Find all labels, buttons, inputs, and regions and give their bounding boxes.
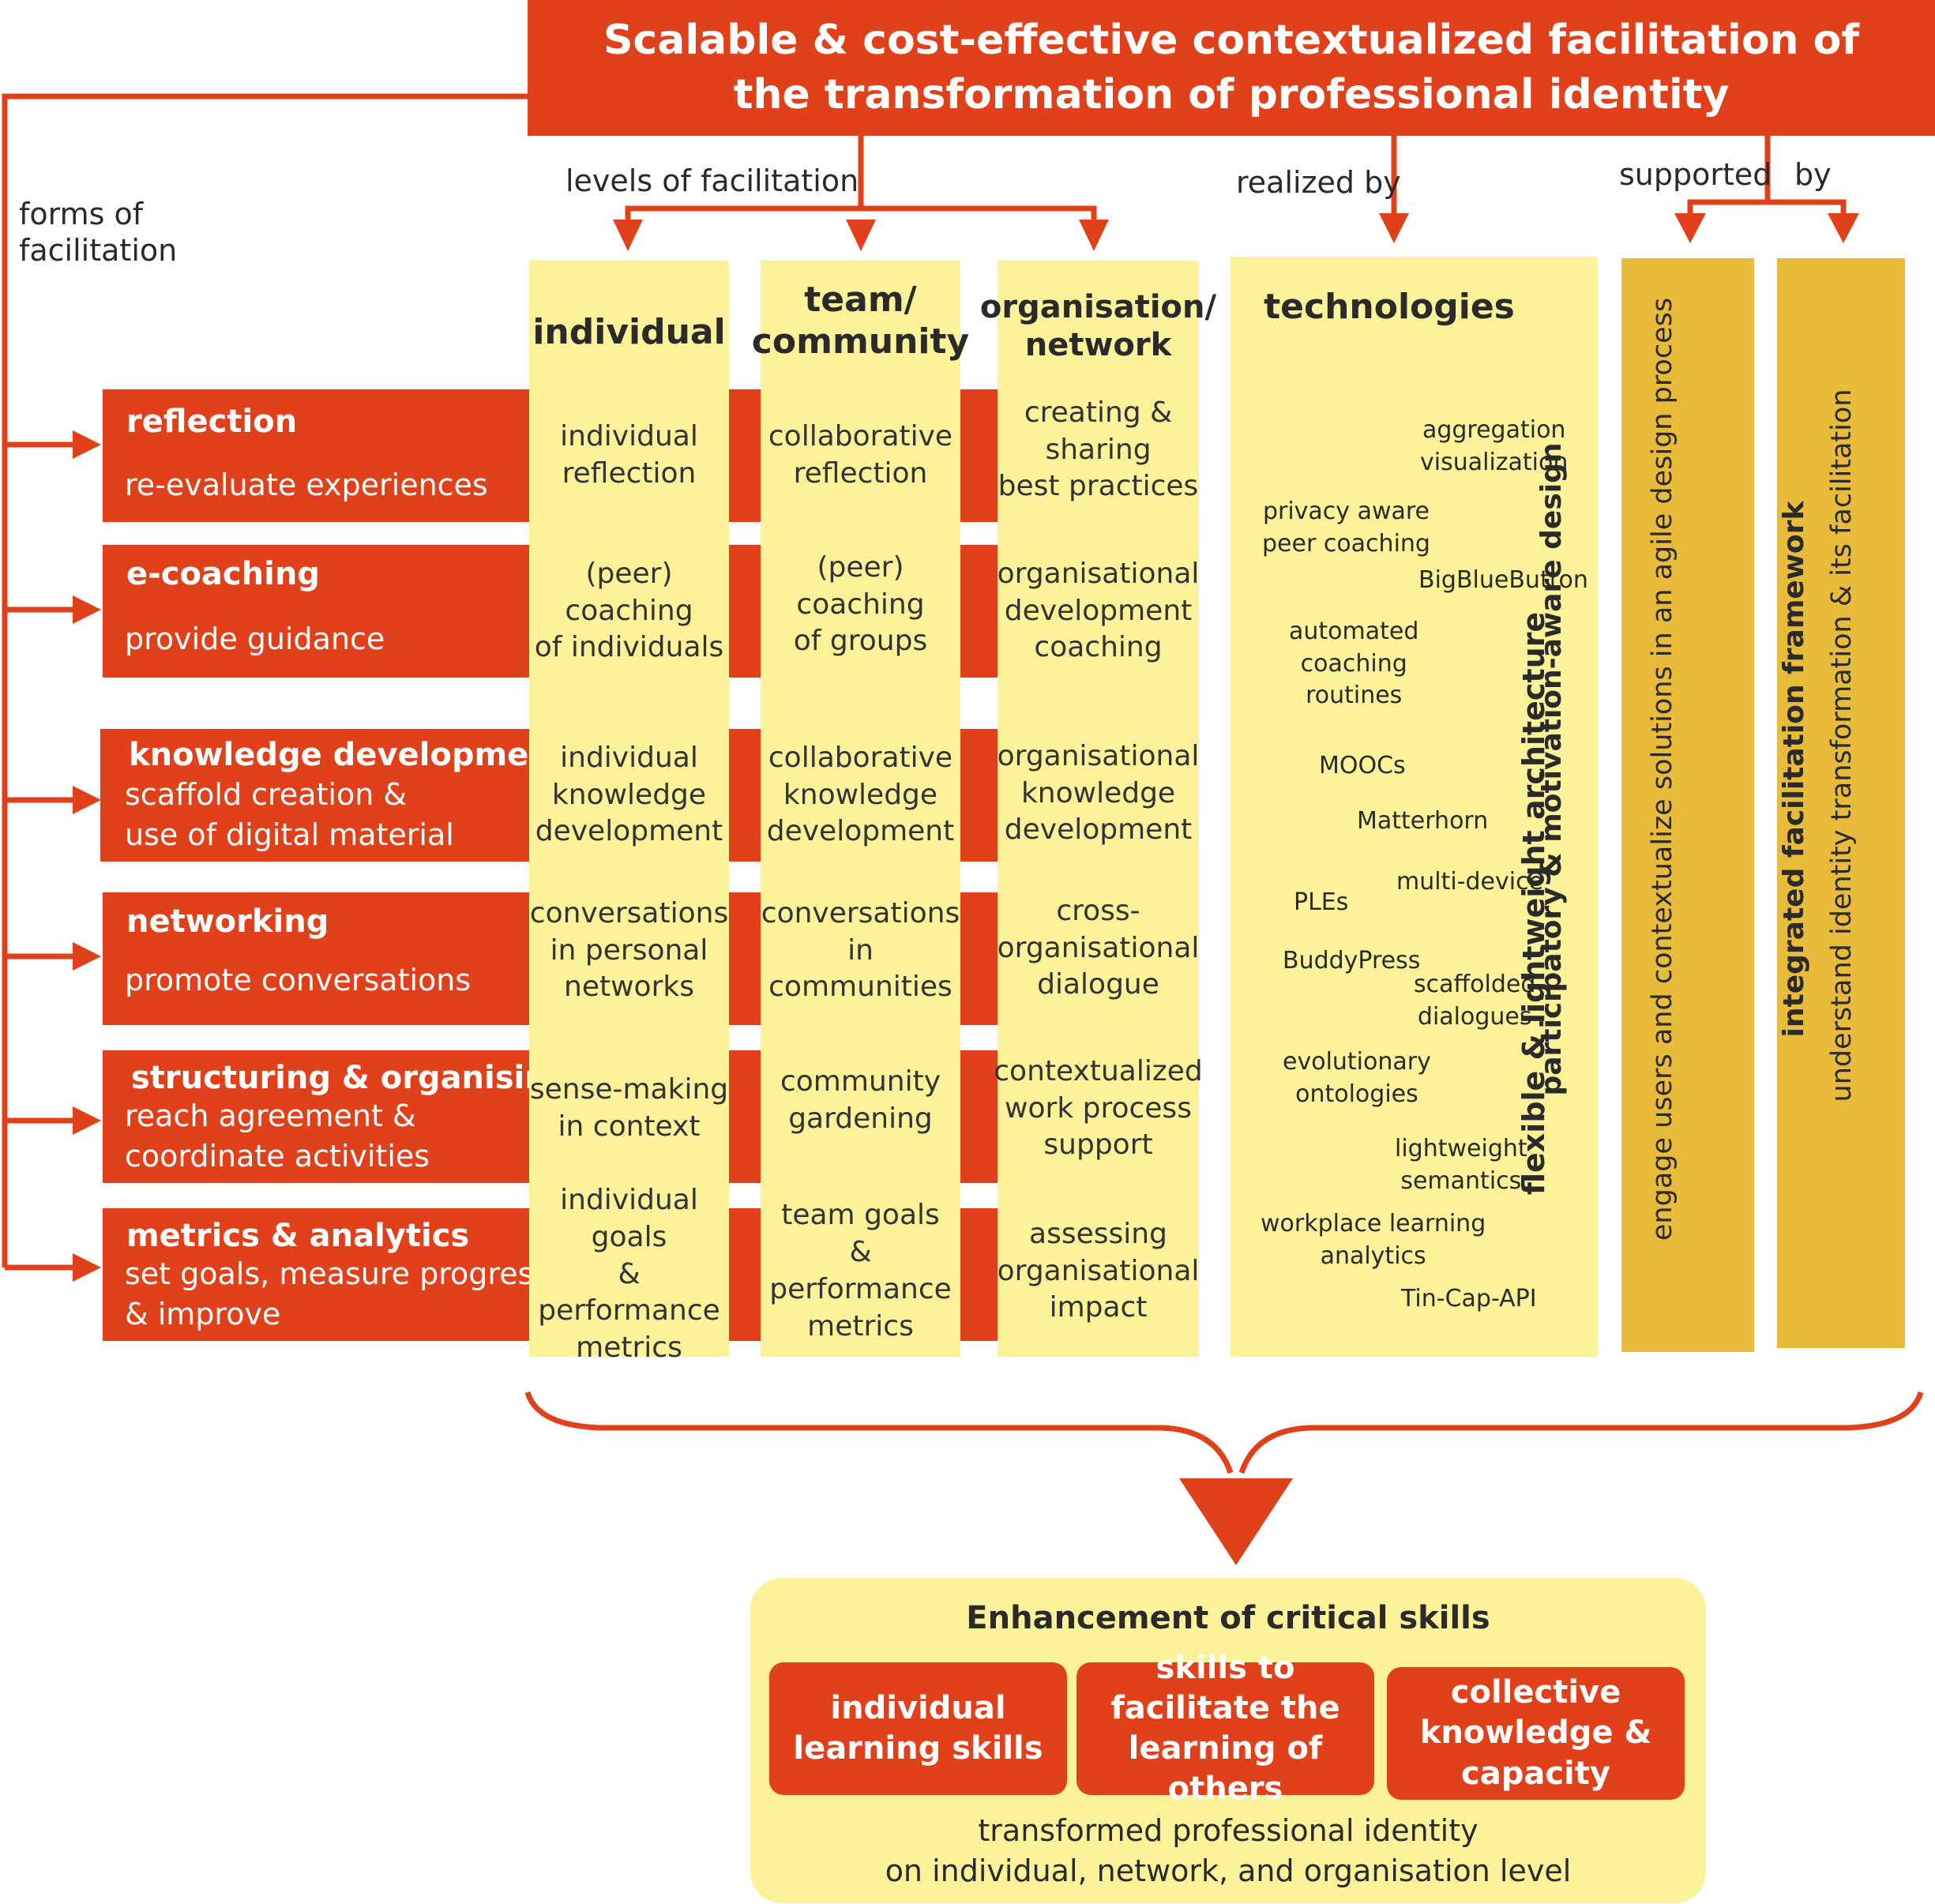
tech-item: evolutionary ontologies	[1283, 1048, 1431, 1108]
support-desc: understand identity transformation & its…	[1826, 389, 1858, 1102]
outcome-title: Enhancement of critical skills	[966, 1600, 1490, 1636]
outcome-footer: transformed professional identity on ind…	[885, 1813, 1572, 1889]
level-cell: collaborative knowledge development	[766, 741, 955, 848]
form-title: metrics & analytics	[126, 1218, 470, 1254]
skill-label: individual learning skills	[793, 1689, 1043, 1767]
tech-item: multi-device	[1396, 868, 1544, 896]
level-column-organisation-network: organisation/ network creating & sharing…	[979, 261, 1217, 1357]
level-cell: (peer) coaching of groups	[793, 550, 928, 658]
title-text: Scalable & cost-effective contextualized…	[603, 17, 1860, 118]
level-cell: (peer) coaching of individuals	[534, 557, 724, 664]
level-cell: community gardening	[780, 1065, 941, 1135]
tech-item: MOOCs	[1319, 752, 1406, 779]
tech-item: scaffolded dialogues	[1414, 971, 1536, 1031]
skill-label: collective knowledge & capacity	[1419, 1674, 1652, 1792]
level-cell: individual goals & performance metrics	[538, 1184, 720, 1365]
level-cell: conversations in personal networks	[529, 896, 729, 1004]
form-desc: scaffold creation & use of digital mater…	[125, 777, 454, 853]
level-header: organisation/ network	[979, 289, 1217, 363]
supported-label: supported	[1619, 157, 1772, 192]
level-column-team-community: team/ community collaborative reflection…	[751, 261, 970, 1357]
skill-box-facilitation: skills to facilitate the learning of oth…	[1076, 1650, 1374, 1807]
form-title: structuring & organising	[131, 1060, 570, 1096]
form-desc: provide guidance	[125, 622, 385, 656]
level-cell: collaborative reflection	[768, 420, 953, 490]
form-desc: re-evaluate experiences	[125, 468, 488, 502]
level-cell: cross- organisational dialogue	[997, 894, 1200, 1001]
form-title: reflection	[126, 404, 298, 440]
skill-box-individual: individual learning skills	[769, 1662, 1067, 1795]
tech-item: lightweight semantics	[1395, 1135, 1527, 1195]
outcome-box: Enhancement of critical skills individua…	[750, 1578, 1706, 1903]
level-cell: individual reflection	[560, 420, 698, 490]
levels-of-facilitation-label: levels of facilitation	[565, 163, 859, 198]
support-desc: engage users and contextualize solutions…	[1647, 297, 1678, 1241]
form-title: knowledge development	[129, 737, 566, 773]
level-header: individual	[532, 311, 726, 352]
tech-item: workplace learning analytics	[1261, 1210, 1486, 1270]
tech-item: privacy aware peer coaching	[1262, 498, 1430, 558]
level-cell: assessing organisational impact	[997, 1217, 1200, 1324]
tech-item: automated coaching routines	[1289, 618, 1419, 709]
support-title: participatory & motivation-aware design	[1535, 442, 1568, 1096]
tech-item: Matterhorn	[1357, 807, 1489, 835]
skill-box-collective: collective knowledge & capacity	[1387, 1667, 1685, 1800]
tech-item: PLEs	[1294, 888, 1349, 916]
form-desc: promote conversations	[125, 963, 472, 997]
support-column-participatory-design: participatory & motivation-aware design …	[1535, 258, 1754, 1352]
tech-item: BuddyPress	[1283, 947, 1421, 975]
technologies-column: technologies aggregation visualization p…	[1231, 257, 1598, 1357]
level-cell: team goals & performance metrics	[769, 1199, 952, 1343]
level-header: team/ community	[751, 280, 970, 362]
support-title: integrated facilitation framework	[1778, 501, 1810, 1038]
level-cell: creating & sharing best practices	[998, 396, 1199, 503]
by-label: by	[1794, 157, 1832, 192]
form-title: e-coaching	[126, 556, 320, 592]
form-desc: reach agreement & coordinate activities	[125, 1098, 430, 1174]
tech-item: aggregation visualization	[1420, 416, 1569, 476]
support-column-integrated-framework: integrated facilitation framework unders…	[1777, 258, 1905, 1348]
level-cell: conversations in communities	[761, 896, 960, 1004]
level-column-individual: individual individual reflection (peer) …	[529, 261, 729, 1365]
form-title: networking	[126, 903, 329, 940]
skill-label: skills to facilitate the learning of oth…	[1110, 1649, 1340, 1808]
level-cell: contextualized work process support	[994, 1054, 1203, 1162]
level-cell: organisational development coaching	[997, 557, 1200, 664]
tech-item: Tin-Cap-API	[1401, 1285, 1537, 1313]
forms-of-facilitation-label: forms of facilitation	[19, 197, 178, 269]
form-desc: set goals, measure progress & improve	[125, 1256, 550, 1332]
title-banner: Scalable & cost-effective contextualized…	[528, 0, 1935, 136]
technologies-header: technologies	[1264, 287, 1515, 327]
level-cell: organisational knowledge development	[997, 739, 1200, 847]
tech-item: BigBlueButton	[1418, 566, 1588, 594]
level-cell: sense-making in context	[529, 1073, 729, 1143]
realized-by-label: realized by	[1236, 165, 1401, 200]
level-cell: individual knowledge development	[535, 741, 723, 848]
